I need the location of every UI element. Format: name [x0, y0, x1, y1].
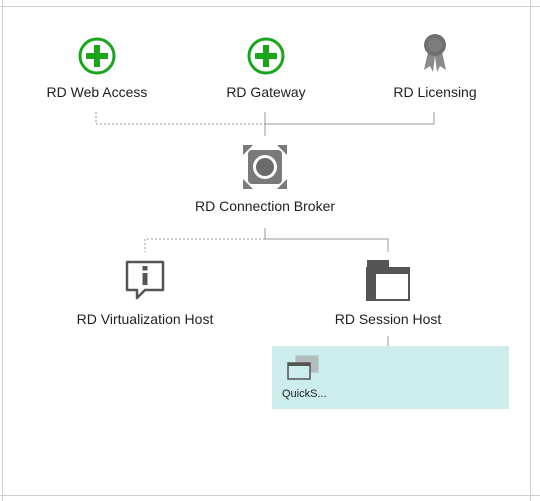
add-plus-icon	[247, 37, 285, 75]
session-collection-tile[interactable]: QuickS...	[272, 346, 509, 409]
top-border	[0, 6, 540, 7]
broker-arrows-icon	[243, 145, 287, 189]
role-label: RD Session Host	[334, 311, 442, 327]
role-label: RD Gateway	[226, 84, 306, 100]
certificate-ribbon-icon	[424, 34, 446, 72]
role-rd-web-access[interactable]: RD Web Access	[36, 36, 158, 100]
role-rd-gateway[interactable]: RD Gateway	[205, 36, 327, 100]
role-rd-connection-broker[interactable]: RD Connection Broker	[170, 144, 360, 214]
role-label: RD Virtualization Host	[76, 311, 214, 327]
role-rd-session-host[interactable]: RD Session Host	[318, 258, 458, 327]
right-border	[530, 0, 531, 501]
role-rd-virtualization-host[interactable]: RD Virtualization Host	[60, 258, 230, 327]
role-label: RD Licensing	[393, 84, 477, 100]
server-window-icon	[366, 260, 410, 301]
session-collection-icon	[287, 355, 319, 380]
left-border	[2, 0, 3, 501]
role-label: RD Web Access	[46, 84, 148, 100]
collection-label: QuickS...	[282, 388, 327, 400]
add-plus-icon	[78, 37, 116, 75]
info-speech-bubble-icon	[125, 260, 165, 300]
bottom-border	[0, 495, 540, 496]
role-label: RD Connection Broker	[194, 198, 336, 214]
role-rd-licensing[interactable]: RD Licensing	[374, 32, 496, 100]
